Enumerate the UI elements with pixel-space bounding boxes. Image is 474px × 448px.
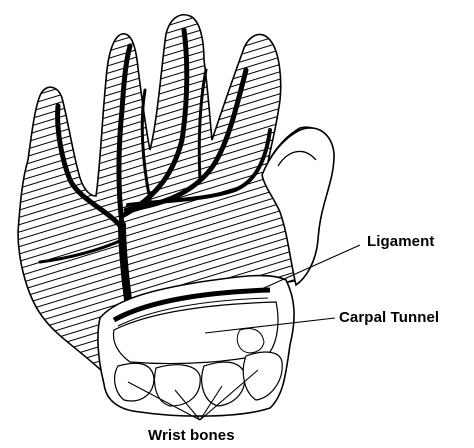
- wrist-bones-label: Wrist bones: [148, 427, 235, 444]
- carpal-tunnel-label: Carpal Tunnel: [339, 309, 439, 326]
- ligament-label: Ligament: [367, 233, 434, 250]
